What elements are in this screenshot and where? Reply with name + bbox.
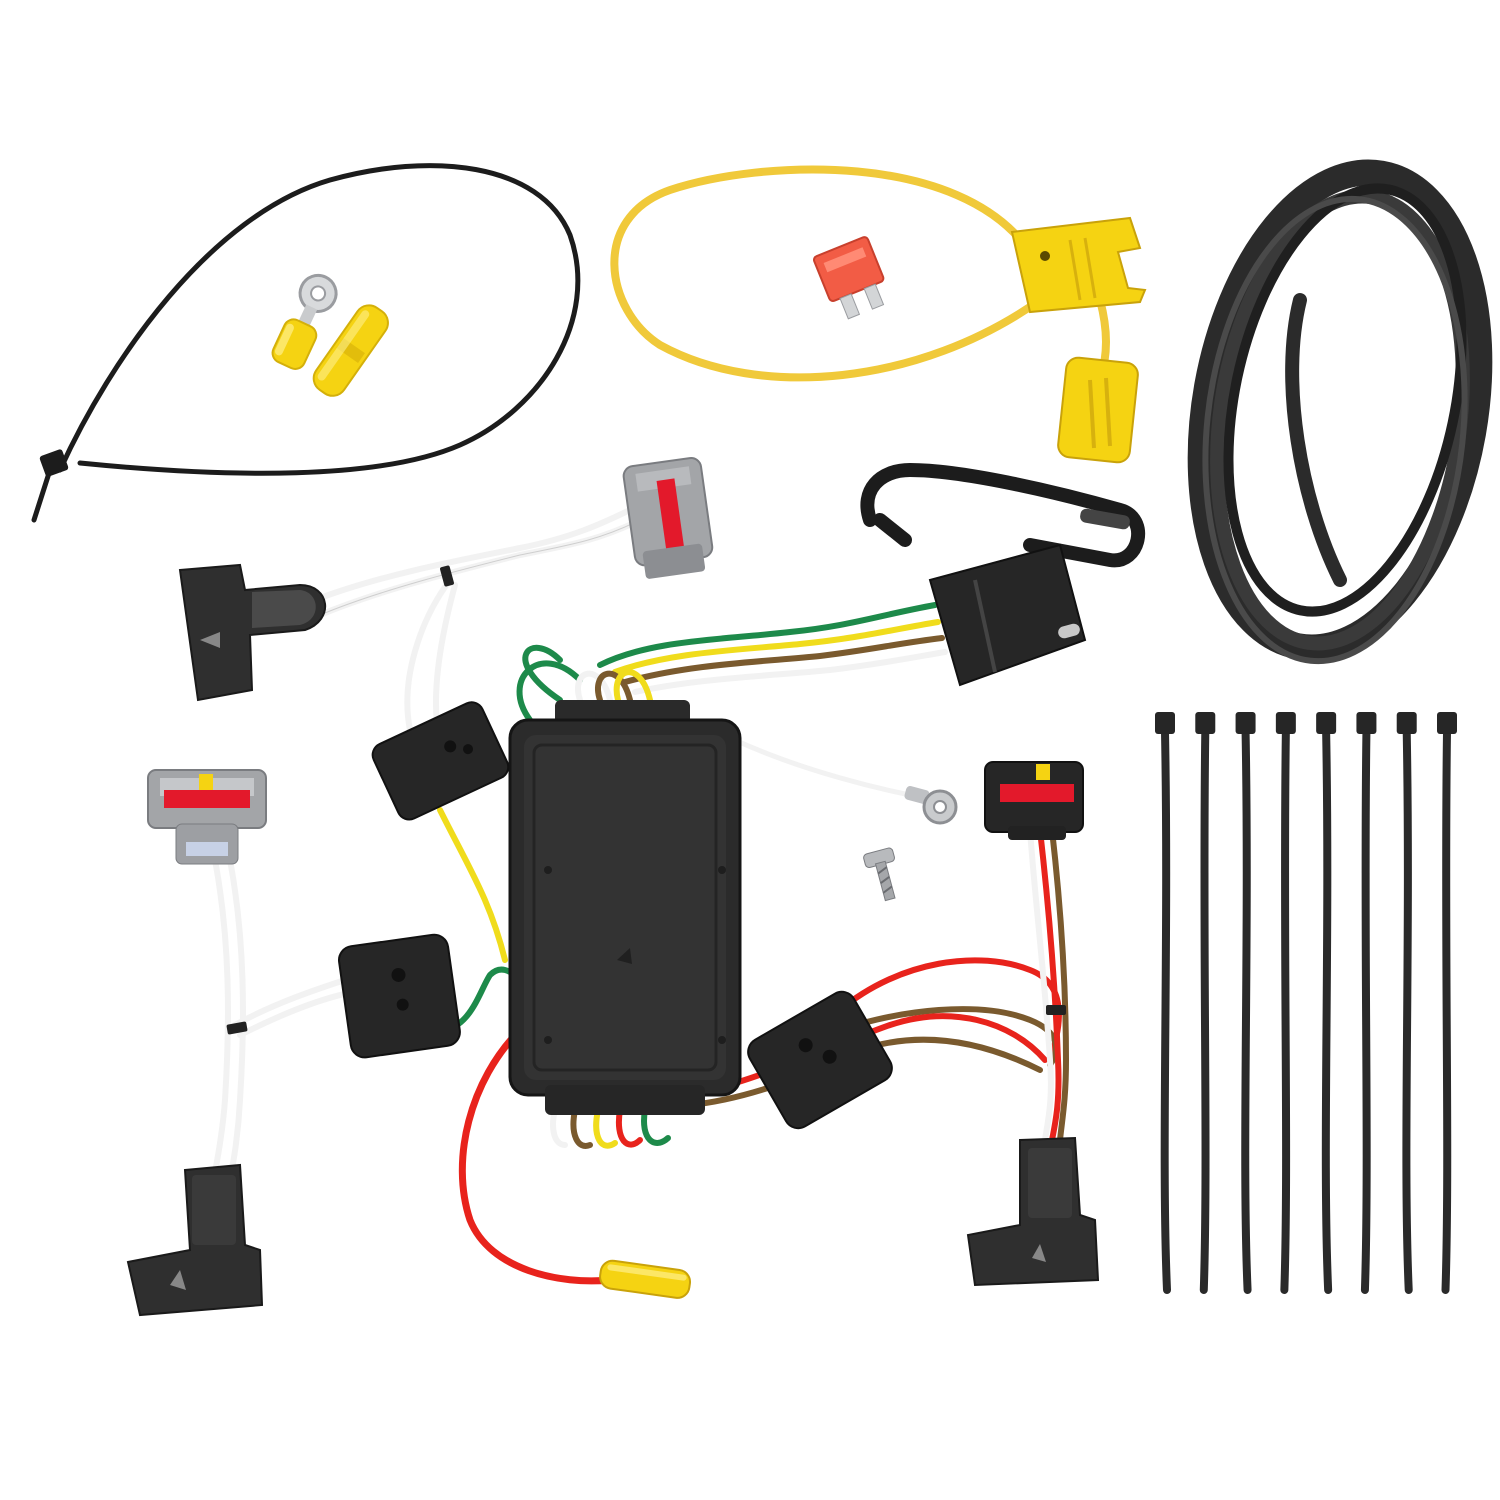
splice-block-lower-right <box>747 990 893 1130</box>
lower-right-harness-plug <box>984 761 1084 840</box>
small-zip-tie <box>1155 712 1175 1294</box>
upper-left-male-connector <box>178 563 326 702</box>
coiled-wire <box>1187 159 1493 665</box>
small-zip-tie <box>1396 712 1417 1294</box>
small-zip-tie <box>1275 712 1296 1294</box>
ground-wire <box>904 786 958 825</box>
fuse-cap-upper <box>1010 216 1147 314</box>
small-zip-tie <box>1235 712 1256 1294</box>
small-zip-tie <box>1437 712 1457 1294</box>
bundle-ties <box>226 565 1066 1035</box>
fuse-cap <box>1057 356 1139 464</box>
power-wire-terminal <box>599 1259 692 1299</box>
converter-module <box>508 700 742 1115</box>
lower-left-harness-plug <box>147 769 267 865</box>
screw <box>863 847 896 902</box>
ring-terminal <box>271 273 338 370</box>
upper-left-harness-plug <box>622 457 714 579</box>
lower-left-male-connector <box>126 1163 264 1317</box>
small-zip-ties <box>1155 712 1457 1294</box>
upper-right-4-flat-connector <box>860 462 1145 687</box>
butt-connector <box>312 304 389 397</box>
large-zip-tie <box>31 163 581 523</box>
small-zip-tie <box>1195 712 1216 1294</box>
small-zip-tie <box>1356 712 1377 1294</box>
fuse <box>813 236 885 320</box>
splice-block-upper-left <box>371 701 510 821</box>
small-zip-tie <box>1316 712 1337 1294</box>
splice-block-lower-left <box>337 933 461 1059</box>
lower-right-male-connector <box>966 1136 1100 1287</box>
